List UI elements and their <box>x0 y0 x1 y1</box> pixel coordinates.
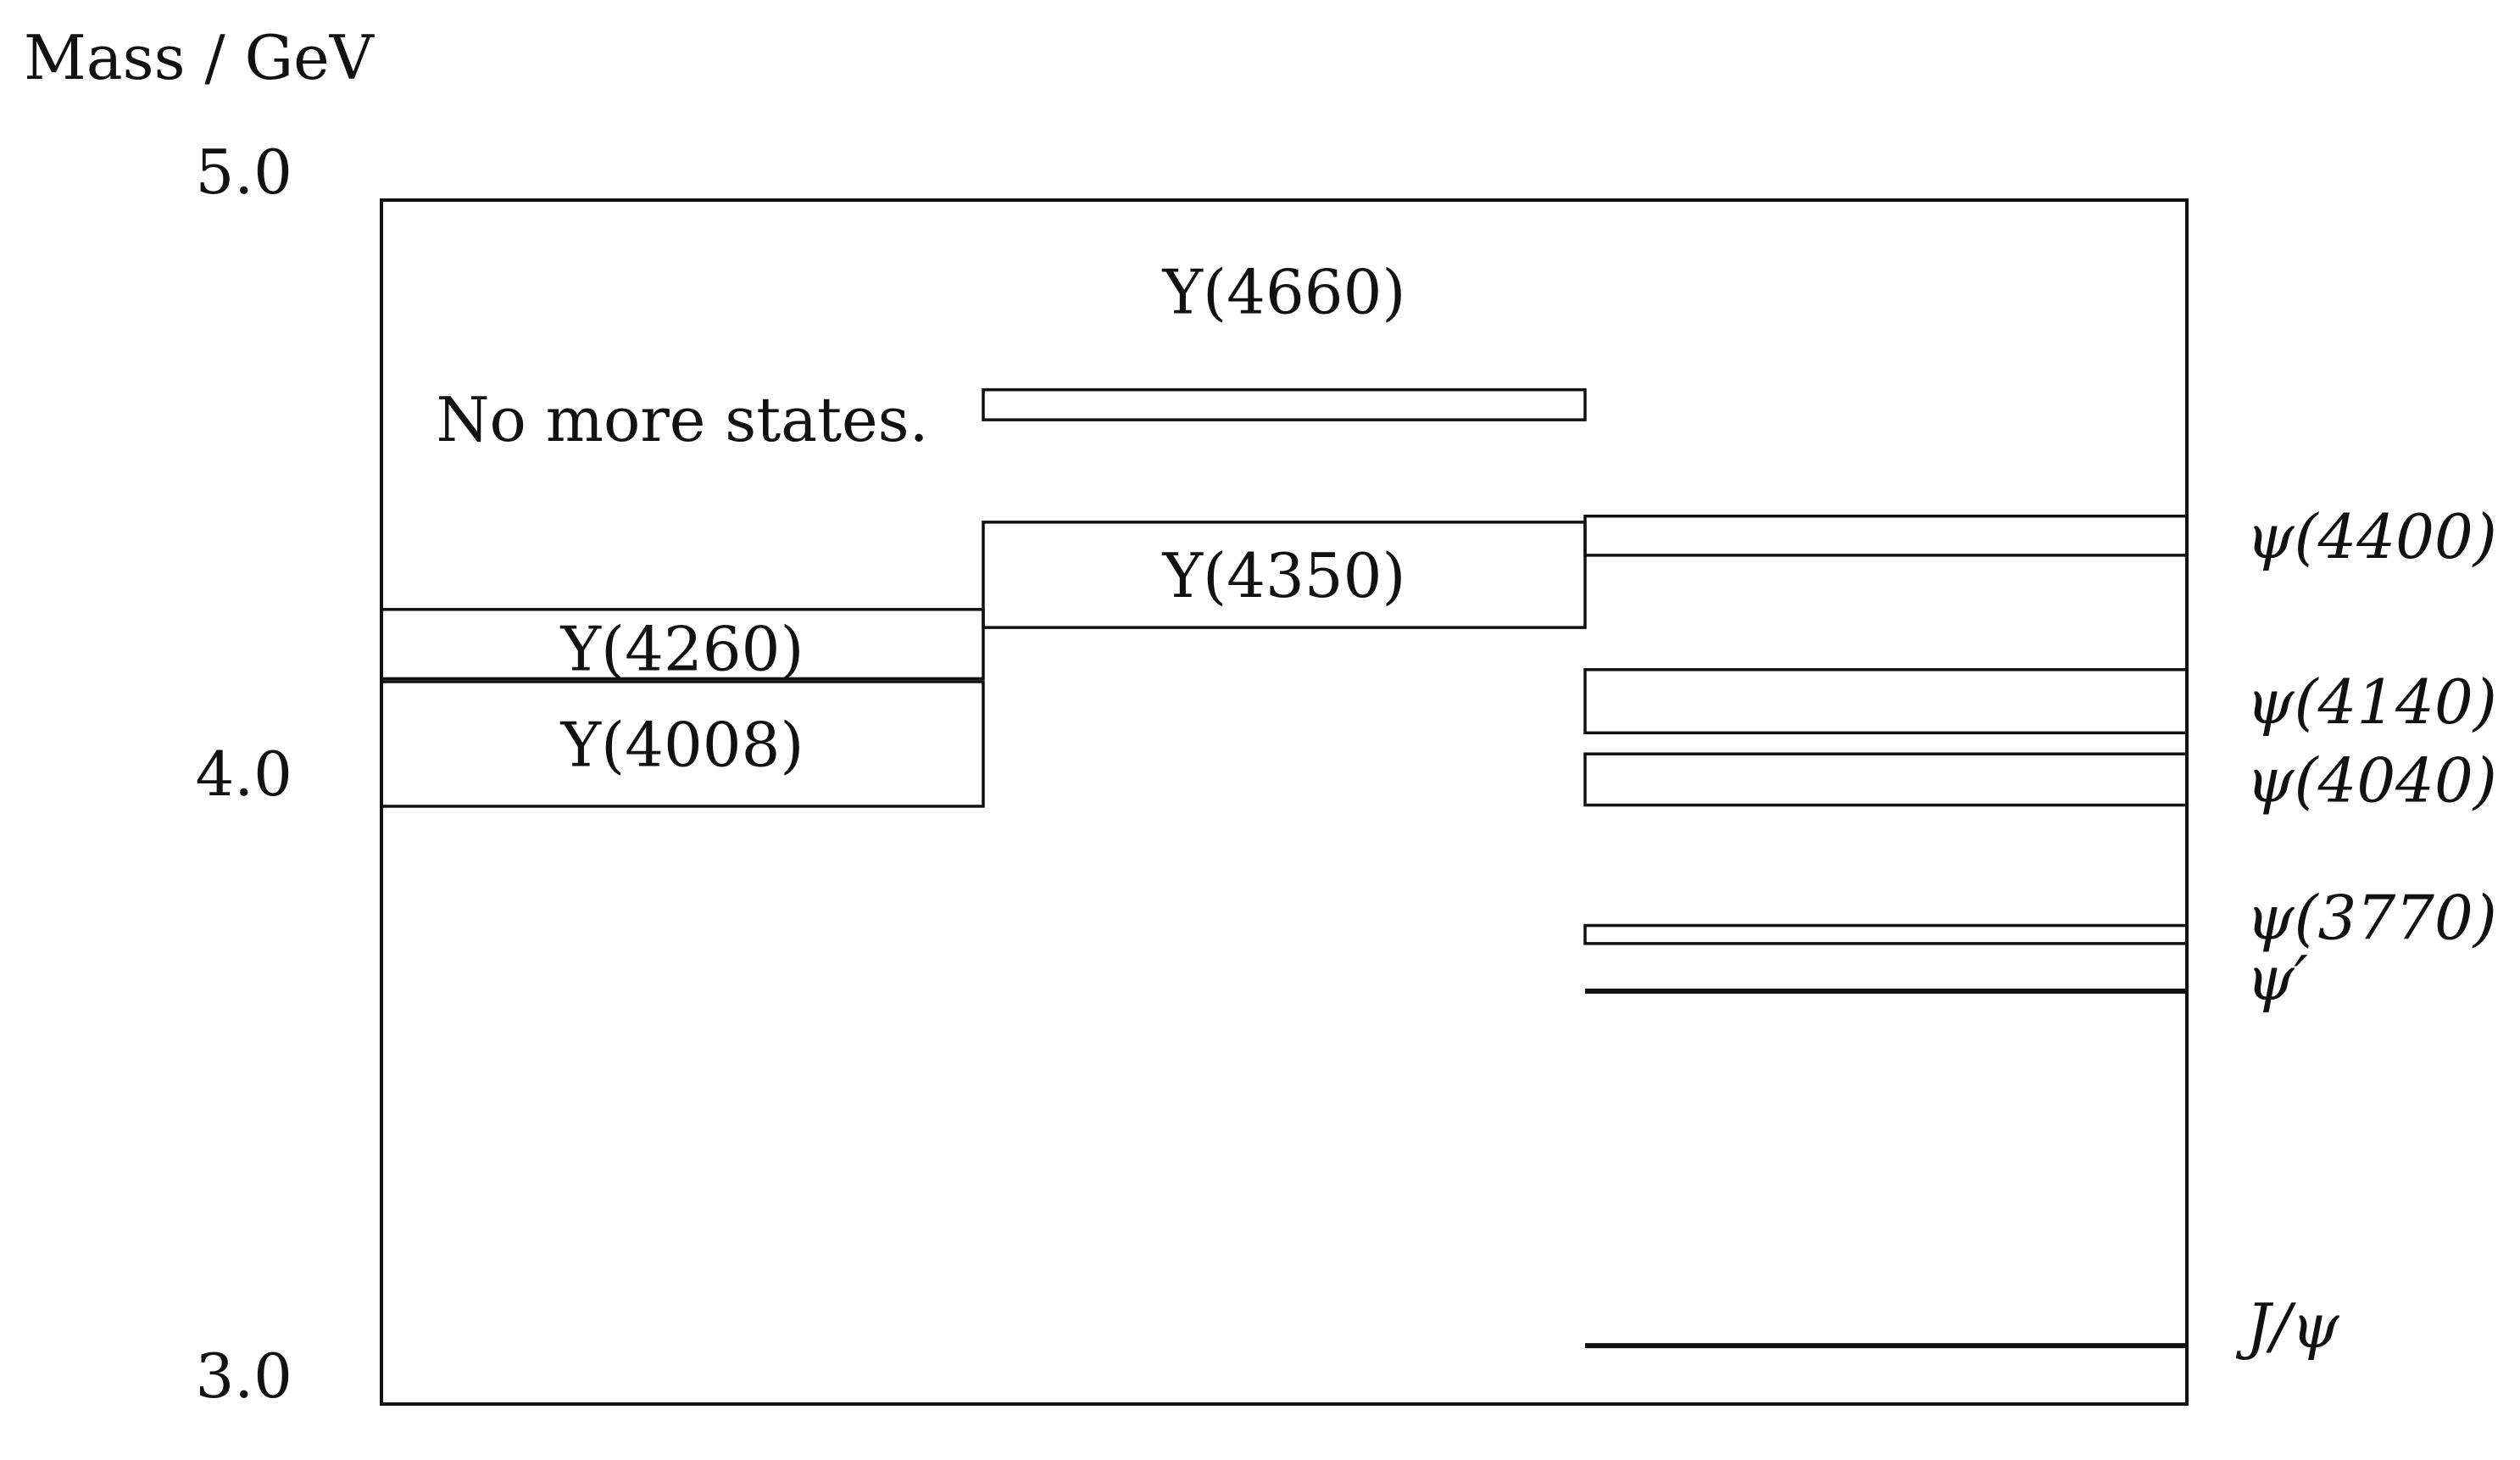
state-label-y4350: Y(4350) <box>1162 540 1406 611</box>
state-band-y4260 <box>380 608 985 681</box>
plot-frame <box>380 198 2189 1406</box>
state-band-y4660 <box>982 387 1587 421</box>
axis-tick-label: 5.0 <box>195 137 292 208</box>
state-label-psi2s: ψ′ <box>2246 943 2308 1014</box>
state-band-y4350 <box>982 521 1587 629</box>
state-label-y4260: Y(4260) <box>560 613 804 684</box>
axis-tick-label: 3.0 <box>195 1340 292 1412</box>
state-label-jpsi: J/ψ <box>2235 1290 2340 1362</box>
state-label-psi4400: ψ(4400) <box>2246 501 2497 572</box>
axis-title: Mass / GeV <box>24 22 375 93</box>
state-levels <box>380 387 2189 1349</box>
state-band-y4008 <box>380 680 985 808</box>
state-label-y4660: Y(4660) <box>1162 257 1406 328</box>
axis-tick-label: 4.0 <box>195 738 292 810</box>
state-band-psi3770 <box>1583 923 2189 945</box>
state-label-y4008: Y(4008) <box>560 709 804 780</box>
state-label-psi4140: ψ(4140) <box>2246 666 2497 738</box>
state-band-psi4140 <box>1583 668 2189 735</box>
axis-ticks: 5.0 4.0 3.0 <box>195 137 292 1412</box>
state-band-psi4040 <box>1583 752 2189 807</box>
state-band-psi4400 <box>1583 515 2189 557</box>
state-labels: No more states. Y(4008) Y(4260) Y(4350) Y(46… <box>437 257 2497 1362</box>
no-more-states-note: No more states. <box>437 384 929 455</box>
state-label-psi3770: ψ(3770) <box>2246 883 2497 954</box>
state-label-psi4040: ψ(4040) <box>2246 744 2497 816</box>
